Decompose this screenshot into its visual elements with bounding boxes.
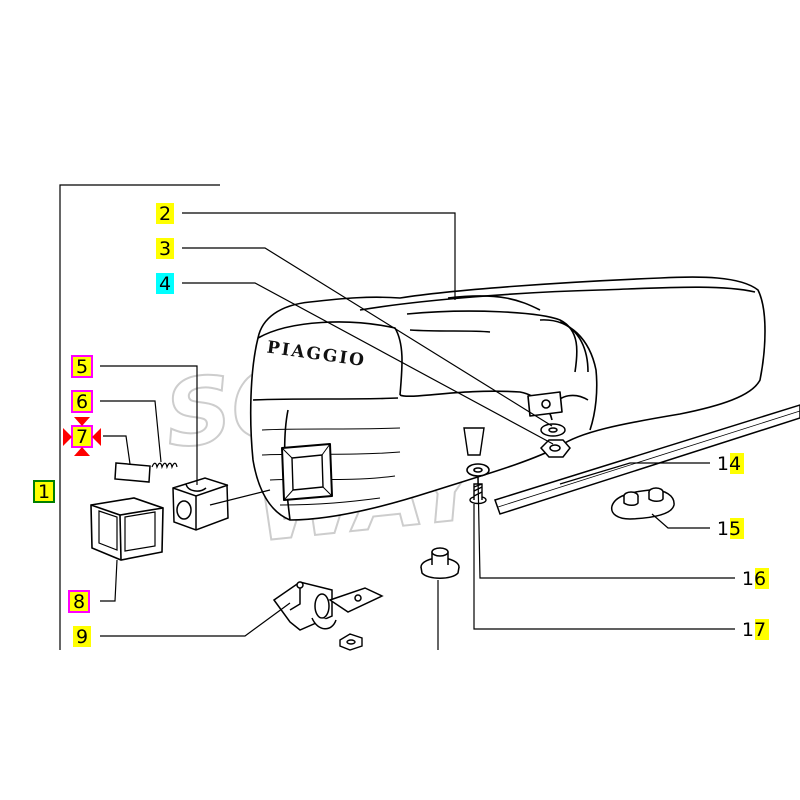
leader-14 [559, 462, 710, 485]
callout-3-highlight [156, 238, 174, 259]
leader-3 [182, 247, 553, 427]
callout-14[interactable]: 14 [717, 453, 744, 475]
callout-6-highlight [71, 390, 93, 413]
part-4-nut [539, 439, 571, 458]
part-7-plate [114, 462, 151, 483]
seat-stud [463, 427, 485, 456]
part-6-spring [151, 462, 178, 470]
callout-16[interactable]: 16 [742, 568, 769, 590]
callout-7-markers [63, 417, 101, 456]
part-16-washer [466, 463, 490, 477]
part-14-strip [494, 404, 800, 515]
callout-5-highlight [71, 355, 93, 378]
leader-2 [182, 212, 456, 300]
callout-5-label: 5 [76, 356, 88, 378]
leader-seat-lower [209, 489, 271, 506]
group-bracket [59, 184, 220, 650]
callout-5[interactable]: 5 [71, 355, 93, 378]
leader-15 [651, 513, 710, 529]
callout-1[interactable]: 1 [33, 480, 55, 503]
callout-15-label: 15 [717, 518, 741, 540]
callout-14-highlight [730, 453, 744, 474]
callout-4-highlight [156, 273, 174, 294]
callout-2-label: 2 [159, 203, 171, 225]
callout-6[interactable]: 6 [71, 390, 93, 413]
leader-5 [100, 365, 198, 485]
leader-8 [100, 559, 118, 602]
callout-8-label: 8 [73, 591, 85, 613]
callout-2-highlight [156, 203, 174, 224]
leader-17 [473, 504, 735, 630]
callout-4[interactable]: 4 [156, 273, 174, 295]
leader-6 [100, 400, 162, 463]
callout-17-label: 17 [742, 619, 766, 641]
callout-16-label: 16 [742, 568, 766, 590]
callout-9[interactable]: 9 [73, 626, 91, 648]
callout-3-label: 3 [159, 238, 171, 260]
leader-7 [103, 435, 131, 465]
rubber-bumper [420, 547, 460, 579]
seat-cushion [359, 286, 756, 311]
callout-1-highlight [33, 480, 55, 503]
callout-1-label: 1 [38, 481, 50, 503]
callout-8-highlight [68, 590, 90, 613]
callout-6-label: 6 [76, 391, 88, 413]
seat-side-panel [257, 321, 403, 396]
callout-3[interactable]: 3 [156, 238, 174, 260]
callout-15-highlight [730, 518, 744, 539]
callout-17[interactable]: 17 [742, 619, 769, 641]
callout-8[interactable]: 8 [68, 590, 90, 613]
leader-16 [477, 475, 735, 579]
part-3-washer [540, 423, 566, 437]
leader-4 [182, 282, 554, 445]
callout-labels: 1 2 3 4 5 6 7 [33, 203, 769, 648]
callout-9-label: 9 [76, 626, 88, 648]
callout-17-highlight [755, 619, 769, 640]
callout-7-label: 7 [76, 426, 88, 448]
part-9-hinge [272, 581, 384, 631]
callout-16-highlight [755, 568, 769, 589]
callout-2[interactable]: 2 [156, 203, 174, 225]
callout-4-label: 4 [159, 273, 171, 295]
callout-9-highlight [73, 626, 91, 647]
part-8-frame [90, 497, 164, 561]
leader-lines [100, 212, 735, 650]
part-5-lock-block [172, 477, 229, 531]
callout-7[interactable]: 7 [63, 417, 101, 456]
callout-15[interactable]: 15 [717, 518, 744, 540]
hinge-washer [339, 633, 363, 651]
callout-14-label: 14 [717, 453, 741, 475]
part-15-pad [610, 487, 675, 520]
leader-9 [100, 602, 291, 637]
